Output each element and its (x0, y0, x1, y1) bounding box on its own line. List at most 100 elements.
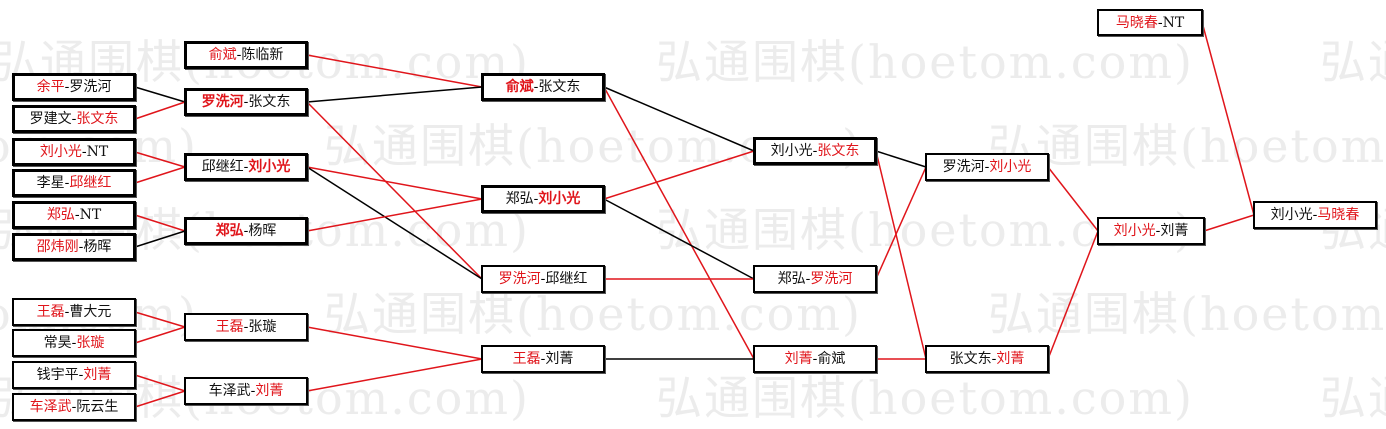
player-name: 刘菁 (1160, 223, 1189, 239)
match-box-r3_4[interactable]: 王磊-刘菁 (481, 345, 605, 373)
player-name: 邵炜刚 (36, 239, 79, 255)
match-box-r2_2[interactable]: 罗洗河-张文东 (184, 88, 308, 116)
player-name: 刘小光 (770, 143, 813, 159)
player-name: 车泽武 (208, 383, 251, 399)
player-name: 罗洗河 (810, 271, 853, 287)
match-box-r1_7[interactable]: 王磊-曹大元 (12, 298, 136, 326)
match-box-r3_3[interactable]: 罗洗河-邱继红 (481, 265, 605, 293)
player-name: 罗洗河 (498, 271, 541, 287)
player-name: 阮云生 (76, 399, 119, 415)
player-name: 俞斌 (505, 79, 534, 95)
player-name: 刘小光 (1113, 223, 1156, 239)
player-name: 陈临新 (241, 47, 284, 63)
player-name: 邱继红 (201, 159, 244, 175)
link-r4_1-r5_1 (875, 150, 927, 168)
link-r1_5-r2_4 (134, 214, 186, 232)
player-name: 俞斌 (817, 351, 846, 367)
player-name: 车泽武 (29, 399, 72, 415)
player-name: 郑弘 (46, 207, 75, 223)
match-box-r1_3[interactable]: 刘小光-NT (12, 138, 136, 166)
player-name: 余平 (36, 79, 65, 95)
player-name: 刘小光 (1270, 207, 1313, 223)
match-box-r3_1[interactable]: 俞斌-张文东 (481, 73, 605, 101)
player-name: 王磊 (512, 351, 541, 367)
link-r1_7-r2_5 (134, 311, 186, 328)
link-r3_1-r4_3 (603, 86, 755, 360)
link-r3_2-r4_2 (603, 198, 755, 280)
match-box-r1_4[interactable]: 李星-邱继红 (12, 169, 136, 197)
player-name: 刘小光 (989, 159, 1032, 175)
player-name: 张文东 (949, 351, 992, 367)
player-name: 杨晖 (83, 239, 112, 255)
player-name: 刘小光 (538, 191, 581, 207)
player-name: 马晓春 (1317, 207, 1360, 223)
match-box-r1_6[interactable]: 邵炜刚-杨晖 (12, 233, 136, 261)
match-box-r1_5[interactable]: 郑弘-NT (12, 201, 136, 229)
match-box-r2_1[interactable]: 俞斌-陈临新 (184, 41, 308, 69)
link-r3_1-r4_1 (603, 86, 755, 152)
link-seed-final (1201, 21, 1255, 216)
link-r2_1-r3_1 (306, 54, 483, 88)
player-name: 钱宇平 (36, 367, 79, 383)
match-box-r1_8[interactable]: 常昊-张璇 (12, 329, 136, 357)
link-r1_4-r2_3 (134, 166, 186, 184)
player-name: NT (1162, 14, 1185, 31)
player-name: 张文东 (76, 111, 119, 127)
player-name: 张文东 (248, 94, 291, 110)
player-name: 郑弘 (505, 191, 534, 207)
match-box-r5_1[interactable]: 罗洗河-刘小光 (925, 153, 1049, 181)
match-box-r4_1[interactable]: 刘小光-张文东 (753, 137, 877, 165)
match-box-r5_2[interactable]: 张文东-刘菁 (925, 345, 1049, 373)
player-name: 王磊 (36, 304, 65, 320)
player-name: 邱继红 (545, 271, 588, 287)
link-r2_2-r3_3 (306, 101, 483, 280)
link-r5_1-r6_1 (1047, 166, 1099, 232)
link-r1_10-r2_6 (134, 390, 186, 408)
match-box-r1_1[interactable]: 余平-罗洗河 (12, 73, 136, 101)
player-name: 罗洗河 (942, 159, 985, 175)
match-box-r4_2[interactable]: 郑弘-罗洗河 (753, 265, 877, 293)
link-r1_1-r2_2 (134, 86, 186, 103)
link-r6_1-final (1203, 214, 1255, 232)
match-box-r3_2[interactable]: 郑弘-刘小光 (481, 185, 605, 213)
match-box-seed[interactable]: 马晓春-NT (1097, 9, 1203, 36)
player-name: 刘菁 (83, 367, 112, 383)
match-box-r2_6[interactable]: 车泽武-刘菁 (184, 377, 308, 405)
match-box-r2_5[interactable]: 王磊-张璇 (184, 313, 308, 341)
link-r1_9-r2_6 (134, 374, 186, 392)
link-r1_3-r2_3 (134, 151, 186, 168)
player-name: 郑弘 (777, 271, 806, 287)
link-r4_2-r5_1 (875, 166, 927, 280)
player-name: 马晓春 (1115, 14, 1158, 31)
player-name: 郑弘 (215, 223, 244, 239)
player-name: 王磊 (215, 319, 244, 335)
link-r2_3-r3_2 (306, 166, 483, 200)
match-box-r1_2[interactable]: 罗建文-张文东 (12, 105, 136, 133)
match-box-r1_9[interactable]: 钱宇平-刘菁 (12, 361, 136, 389)
link-r1_6-r2_4 (134, 230, 186, 248)
match-box-r1_10[interactable]: 车泽武-阮云生 (12, 393, 136, 421)
player-name: 张文东 (817, 143, 860, 159)
match-box-final[interactable]: 刘小光-马晓春 (1253, 201, 1377, 229)
match-box-r2_4[interactable]: 郑弘-杨晖 (184, 217, 308, 245)
link-r1_8-r2_5 (134, 326, 186, 344)
match-box-r6_1[interactable]: 刘小光-刘菁 (1097, 217, 1205, 245)
link-r2_5-r3_4 (306, 326, 483, 360)
player-name: 俞斌 (208, 47, 237, 63)
player-name: 刘小光 (248, 159, 291, 175)
player-name: 杨晖 (248, 223, 277, 239)
player-name: 罗洗河 (69, 79, 112, 95)
link-r2_4-r3_2 (306, 198, 483, 232)
link-r2_6-r3_4 (306, 358, 483, 392)
link-r4_1-r5_2 (875, 150, 927, 360)
player-name: 刘菁 (545, 351, 574, 367)
link-r2_3-r3_3 (306, 166, 483, 280)
link-r2_2-r3_1 (306, 86, 483, 103)
player-name: 刘菁 (996, 351, 1025, 367)
player-name: NT (79, 207, 102, 223)
match-box-r4_3[interactable]: 刘菁-俞斌 (753, 345, 877, 373)
player-name: 罗建文 (29, 111, 72, 127)
player-name: NT (86, 144, 109, 160)
match-box-r2_3[interactable]: 邱继红-刘小光 (184, 153, 308, 181)
